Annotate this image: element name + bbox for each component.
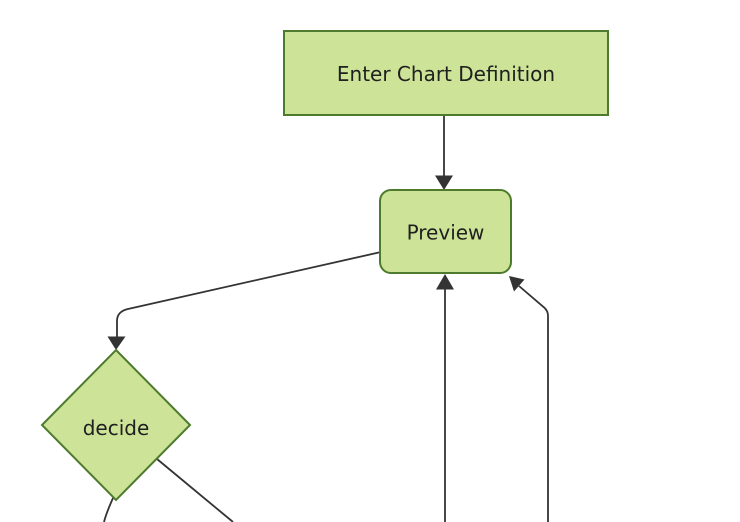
node-preview-shape — [379, 189, 512, 274]
arrowhead-up-icon — [436, 274, 454, 290]
arrowhead-down-icon — [435, 175, 453, 190]
node-decide: decide — [40, 348, 192, 502]
edge-layer — [103, 115, 549, 522]
node-enter-chart-definition-label: Enter Chart Definition — [337, 62, 555, 86]
edge-preview-to-decide — [116, 251, 382, 337]
node-decide-label: decide — [83, 416, 150, 440]
node-decide-shape — [40, 348, 192, 502]
node-preview: Preview — [379, 189, 512, 274]
arrowhead-up-left-icon — [509, 276, 525, 292]
node-enter-chart-definition-shape — [283, 30, 609, 116]
node-enter-chart-definition: Enter Chart Definition — [283, 30, 609, 116]
edge-decide-to-bottomleft — [103, 497, 114, 522]
edge-decide-to-bottomright — [156, 458, 234, 522]
arrowhead-down-icon — [107, 336, 126, 350]
edge-bottomright-to-preview — [518, 285, 549, 522]
node-preview-label: Preview — [407, 221, 485, 245]
